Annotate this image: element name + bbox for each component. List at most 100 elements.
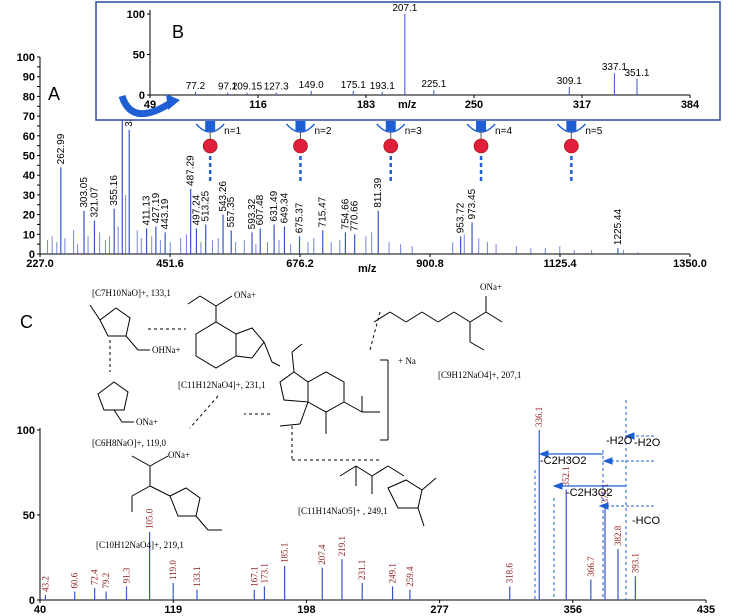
y-tick-label: 60 bbox=[23, 131, 35, 143]
structure-219: ONa+ bbox=[131, 450, 222, 531]
peak-label-715.47: 715.47 bbox=[318, 196, 329, 227]
peak-label-973.45: 973.45 bbox=[467, 188, 478, 219]
x-tick-label: 1125.4 bbox=[543, 258, 577, 270]
peak-label-91.3: 91.3 bbox=[121, 567, 131, 583]
peak-label-355.16: 355.16 bbox=[109, 175, 120, 206]
peak-label-352.1: 352.1 bbox=[561, 466, 571, 486]
y-tick-label: 50 bbox=[23, 510, 35, 522]
peak-label-443.19: 443.19 bbox=[160, 198, 171, 229]
peak-label-72.4: 72.4 bbox=[90, 569, 100, 585]
x-tick-label: 317 bbox=[573, 99, 591, 111]
peak-label-497.24: 497.24 bbox=[191, 194, 202, 225]
peak-label-427.19: 427.19 bbox=[151, 192, 162, 223]
svg-text:ONa+: ONa+ bbox=[234, 290, 256, 300]
peak-label-754.66: 754.66 bbox=[340, 198, 351, 229]
formula-219: [C10H12NaO4]+, 219,1 bbox=[96, 540, 184, 550]
peak-label-557.35: 557.35 bbox=[226, 196, 237, 227]
neutral-losses bbox=[534, 400, 654, 600]
glycan-marker-n=4: n=4 bbox=[466, 121, 512, 182]
peak-label-175.1: 175.1 bbox=[341, 80, 366, 91]
panel-label-b: B bbox=[172, 22, 184, 42]
peak-label-336.1: 336.1 bbox=[534, 407, 544, 427]
loss-label-h2o-2: -H2O bbox=[634, 437, 661, 449]
glycan-marker-n=1: n=1 bbox=[195, 121, 242, 182]
structure-231: ONa+ bbox=[187, 290, 281, 369]
peak-label-262.99: 262.99 bbox=[56, 133, 67, 164]
peak-label-97.2: 97.2 bbox=[218, 82, 238, 93]
b-x-axis-label: m/z bbox=[398, 99, 417, 111]
y-tick-label: 70 bbox=[23, 111, 35, 123]
peak-label-60.6: 60.6 bbox=[70, 572, 80, 588]
glycan-marker-n=3: n=3 bbox=[376, 121, 422, 182]
peak-label-607.48: 607.48 bbox=[255, 194, 266, 225]
x-tick-label: 1350.0 bbox=[673, 258, 707, 270]
glycan-marker-label: n=5 bbox=[585, 126, 602, 137]
peak-label-366.7: 366.7 bbox=[586, 556, 596, 577]
peak-label-593.32: 593.32 bbox=[247, 198, 258, 229]
x-tick-label: 451.6 bbox=[156, 258, 184, 270]
y-tick-label: 0 bbox=[29, 595, 35, 607]
x-tick-label: 900.8 bbox=[416, 258, 444, 270]
peak-label-393.1: 393.1 bbox=[630, 553, 640, 573]
peak-label-119.0: 119.0 bbox=[168, 560, 178, 580]
x-tick-label: 384 bbox=[681, 99, 700, 111]
fragment-structures: [C7H10NaO]+, 133,1 OHNa+ ONa+ [C6H8NaO]+… bbox=[89, 282, 521, 550]
peak-label-77.2: 77.2 bbox=[186, 81, 206, 92]
glycan-marker-n=2: n=2 bbox=[285, 121, 332, 182]
peak-label-207.4: 207.4 bbox=[317, 544, 327, 565]
peak-label-953.72: 953.72 bbox=[456, 202, 467, 233]
peak-label-133.1: 133.1 bbox=[192, 567, 202, 587]
peak-label-43.2: 43.2 bbox=[40, 576, 50, 592]
y-tick-label: 100 bbox=[17, 425, 35, 437]
loss-label-hco: -HCO bbox=[632, 515, 661, 527]
a-peak-labels: 262.99303.05321.07355.16369.16381.13411.… bbox=[56, 23, 624, 245]
x-tick-label: 116 bbox=[249, 99, 267, 111]
a-x-axis-label: m/z bbox=[358, 263, 377, 275]
peak-label-219.1: 219.1 bbox=[337, 536, 347, 556]
x-tick-label: 198 bbox=[297, 604, 315, 616]
zoom-arrow bbox=[118, 94, 174, 118]
c-y-ticks: 0 50 100 bbox=[17, 425, 40, 607]
loss-arrowhead bbox=[598, 502, 609, 510]
structure-133: OHNa+ bbox=[89, 304, 181, 355]
zoom-arrowhead bbox=[166, 94, 180, 110]
structure-249 bbox=[339, 465, 437, 527]
formula-249: [C11H14NaO5]+ , 249,1 bbox=[298, 506, 388, 516]
x-tick-label: 227.0 bbox=[26, 258, 54, 270]
glycan-marker-label: n=1 bbox=[224, 126, 241, 137]
svg-text:ONa+: ONa+ bbox=[168, 450, 190, 460]
peak-label-249.1: 249.1 bbox=[388, 563, 398, 583]
formula-119: [C6H8NaO]+, 119,0 bbox=[92, 438, 166, 448]
peak-label-375.1: 375.1 bbox=[600, 483, 610, 503]
x-tick-label: 40 bbox=[34, 604, 46, 616]
peak-label-149.0: 149.0 bbox=[299, 80, 324, 91]
loss-label-h2o-1: -H2O bbox=[606, 435, 633, 447]
peak-label-411.13: 411.13 bbox=[142, 195, 153, 225]
loss-arrowhead bbox=[624, 432, 635, 440]
peak-label-167.1: 167.1 bbox=[249, 567, 259, 587]
peak-label-1225.44: 1225.44 bbox=[613, 209, 624, 246]
dash-link bbox=[369, 311, 381, 351]
peak-label-318.6: 318.6 bbox=[505, 563, 515, 584]
y-tick-label: 10 bbox=[23, 229, 35, 241]
peak-label-811.39: 811.39 bbox=[373, 177, 384, 207]
structure-parent bbox=[279, 343, 389, 441]
peak-label-631.49: 631.49 bbox=[269, 190, 280, 221]
panel-label-c: C bbox=[20, 312, 33, 332]
peak-label-382.8: 382.8 bbox=[613, 525, 623, 546]
peak-label-321.07: 321.07 bbox=[89, 186, 100, 217]
c-peaks bbox=[44, 430, 636, 600]
y-tick-label: 90 bbox=[23, 72, 35, 84]
x-tick-label: 676.2 bbox=[286, 258, 314, 270]
formula-207: [C9H12NaO4]+, 207,1 bbox=[438, 370, 521, 380]
dash-link bbox=[189, 395, 219, 429]
svg-text:ONa+: ONa+ bbox=[136, 417, 158, 427]
loss-arrowhead bbox=[602, 457, 613, 465]
